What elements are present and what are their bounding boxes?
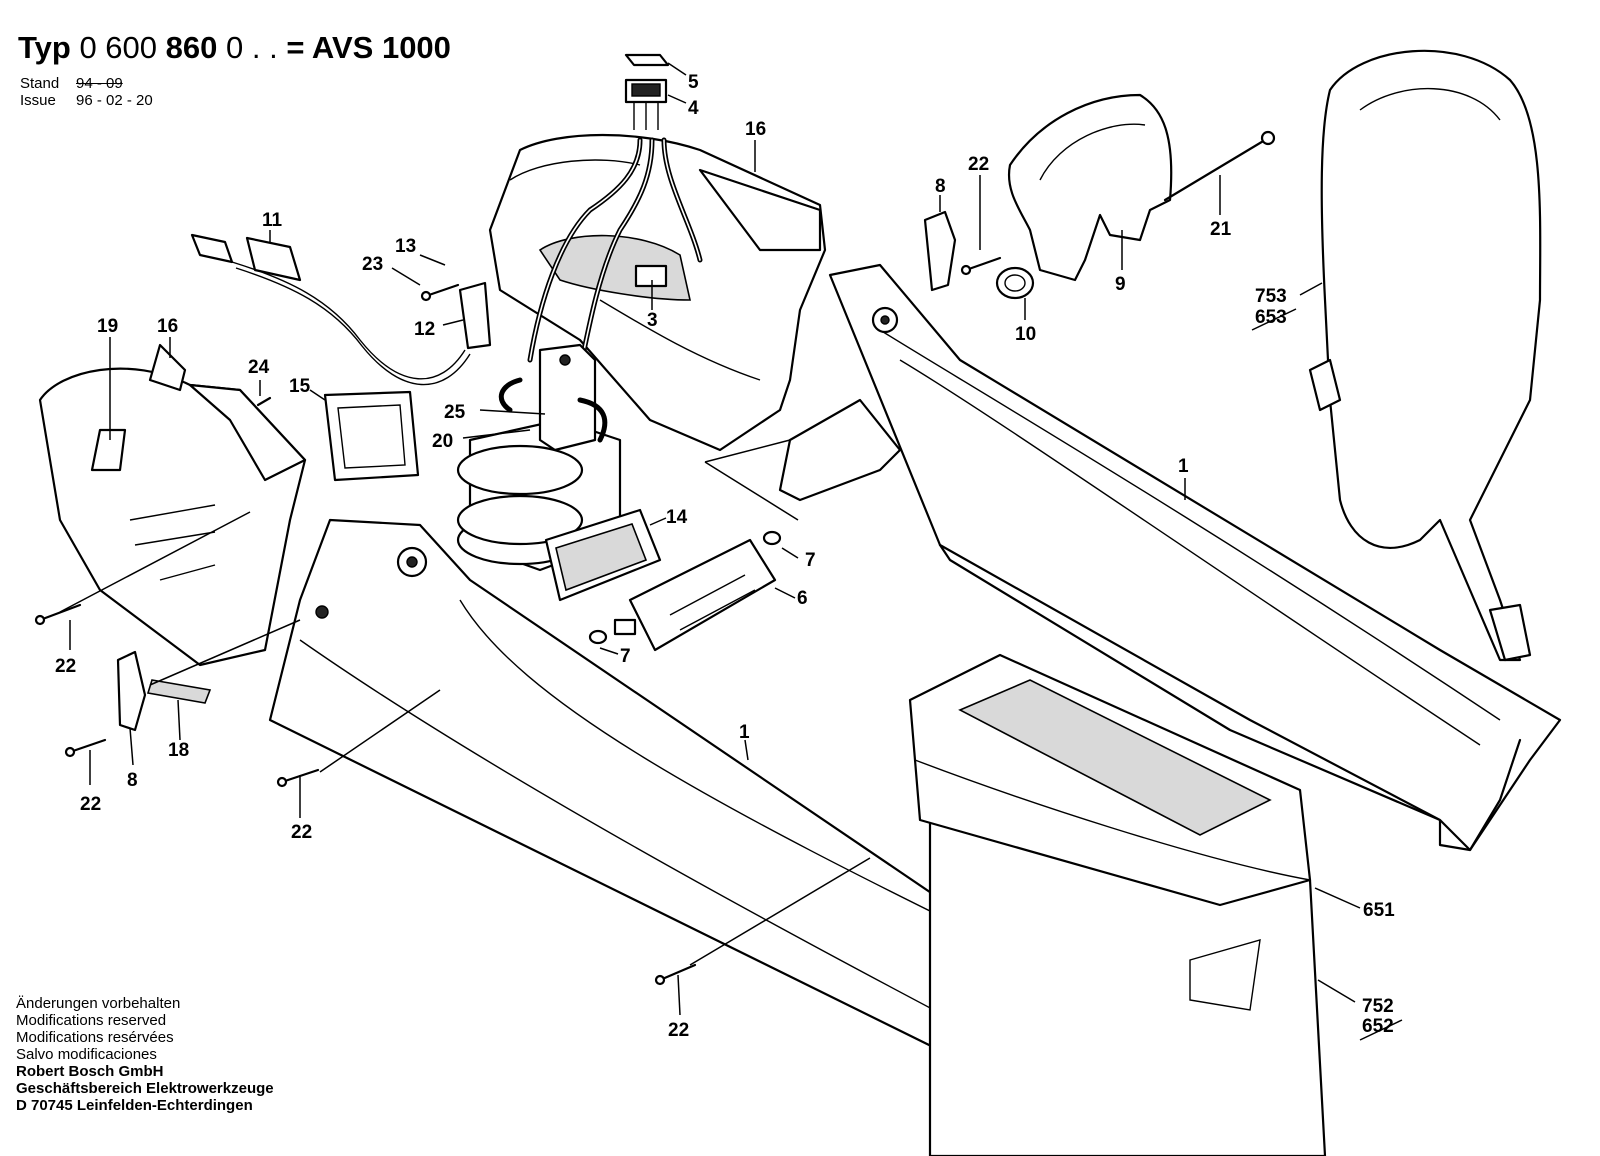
callout-16-top: 16 bbox=[745, 119, 766, 140]
terminal-block bbox=[634, 264, 668, 288]
callout-1-left: 1 bbox=[739, 722, 750, 743]
part-number-prefix: 0 600 bbox=[79, 30, 158, 65]
stand-label: Stand bbox=[20, 75, 60, 92]
part-number-suffix: 0 . . bbox=[226, 30, 278, 65]
fan-housing-left bbox=[38, 343, 307, 667]
callout-16-left: 16 bbox=[157, 316, 178, 337]
pin bbox=[256, 396, 272, 407]
callout-10: 10 bbox=[1015, 324, 1036, 345]
lock-button-right bbox=[923, 210, 957, 292]
collection-bag bbox=[908, 653, 1327, 1156]
note-es: Salvo modificaciones bbox=[16, 1046, 157, 1063]
callout-22-top: 22 bbox=[968, 154, 989, 175]
screw-c bbox=[276, 768, 320, 788]
knob bbox=[995, 266, 1035, 300]
callout-24: 24 bbox=[248, 357, 270, 378]
handle bbox=[1007, 93, 1173, 282]
callout-22-lower-left: 22 bbox=[80, 794, 101, 815]
filter-cover bbox=[323, 390, 420, 482]
callout-5: 5 bbox=[688, 72, 699, 93]
strike-653 bbox=[1251, 308, 1297, 331]
screw-e bbox=[960, 256, 1002, 276]
housing-half-right bbox=[778, 263, 1562, 852]
strike-652 bbox=[1359, 1019, 1403, 1041]
leader-lines bbox=[59, 62, 1361, 1016]
label-plate bbox=[146, 679, 212, 704]
part-number-middle: 860 bbox=[165, 30, 218, 65]
screw-a bbox=[34, 603, 82, 626]
callout-21: 21 bbox=[1210, 219, 1232, 240]
screw-f bbox=[420, 283, 460, 302]
note-fr: Modifications resérvées bbox=[16, 1029, 174, 1046]
callout-653: 653 bbox=[1255, 307, 1287, 328]
switch-assembly bbox=[624, 53, 670, 130]
internal-wiring bbox=[527, 137, 703, 373]
callout-752: 752 bbox=[1362, 996, 1394, 1017]
callout-14: 14 bbox=[666, 507, 688, 528]
callout-15: 15 bbox=[289, 376, 311, 397]
callout-1-right: 1 bbox=[1178, 456, 1189, 477]
callout-9: 9 bbox=[1115, 274, 1126, 295]
power-cord bbox=[190, 233, 471, 386]
note-de: Änderungen vorbehalten bbox=[16, 995, 181, 1012]
seal-gasket bbox=[544, 508, 662, 602]
issue-row: Issue 96 - 02 - 20 bbox=[20, 92, 153, 109]
retaining-ring-lower bbox=[588, 629, 608, 645]
issue-value: 96 - 02 - 20 bbox=[76, 92, 153, 109]
callout-4: 4 bbox=[688, 98, 699, 119]
callout-7-upper: 7 bbox=[805, 550, 816, 571]
diagram-header: Typ 0 600 860 0 . . = AVS 1000 bbox=[18, 30, 451, 66]
callout-8-lower: 8 bbox=[127, 770, 138, 791]
callout-23: 23 bbox=[362, 254, 383, 275]
callout-19: 19 bbox=[97, 316, 118, 337]
footer-notes: Änderungen vorbehalten Modifications res… bbox=[16, 995, 274, 1114]
callout-3: 3 bbox=[647, 310, 658, 331]
company-name: Robert Bosch GmbH bbox=[16, 1063, 164, 1080]
lock-button-left bbox=[116, 650, 147, 732]
callout-13: 13 bbox=[395, 236, 416, 257]
callout-753: 753 bbox=[1255, 286, 1287, 307]
stand-row: Stand 94 - 09 bbox=[20, 75, 153, 92]
callout-labels: 5 4 16 22 8 21 11 13 23 3 12 9 10 753 65… bbox=[55, 72, 1403, 1041]
callout-652: 652 bbox=[1362, 1016, 1394, 1037]
issue-label: Issue bbox=[20, 92, 56, 109]
company-division: Geschäftsbereich Elektrowerkzeuge bbox=[16, 1080, 274, 1097]
company-address: D 70745 Leinfelden-Echterdingen bbox=[16, 1097, 253, 1114]
callout-11: 11 bbox=[262, 210, 283, 231]
callout-6: 6 bbox=[797, 588, 808, 609]
callout-7-lower: 7 bbox=[620, 646, 631, 667]
callout-20: 20 bbox=[432, 431, 453, 452]
callout-25: 25 bbox=[444, 402, 466, 423]
callout-18: 18 bbox=[168, 740, 189, 761]
note-en: Modifications reserved bbox=[16, 1012, 167, 1029]
callout-22-middle: 22 bbox=[291, 822, 312, 843]
screw-b bbox=[64, 738, 107, 758]
screw-d bbox=[654, 963, 697, 986]
callout-22-left: 22 bbox=[55, 656, 76, 677]
callout-8-top: 8 bbox=[935, 176, 946, 197]
callout-12: 12 bbox=[414, 319, 435, 340]
impeller-roller bbox=[613, 538, 777, 652]
retaining-ring-upper bbox=[762, 530, 782, 546]
callout-651: 651 bbox=[1363, 900, 1395, 921]
shoulder-strap bbox=[1308, 49, 1542, 662]
callout-22-bottom: 22 bbox=[668, 1020, 689, 1041]
tie-rod bbox=[1163, 130, 1276, 202]
revision-info: Stand 94 - 09 Issue 96 - 02 - 20 bbox=[20, 75, 153, 109]
stand-value: 94 - 09 bbox=[76, 75, 123, 92]
cord-strain-relief bbox=[458, 281, 492, 350]
model-name: = AVS 1000 bbox=[286, 30, 451, 65]
typ-word: Typ bbox=[18, 30, 71, 65]
title-line: Typ 0 600 860 0 . . = AVS 1000 bbox=[18, 30, 451, 66]
